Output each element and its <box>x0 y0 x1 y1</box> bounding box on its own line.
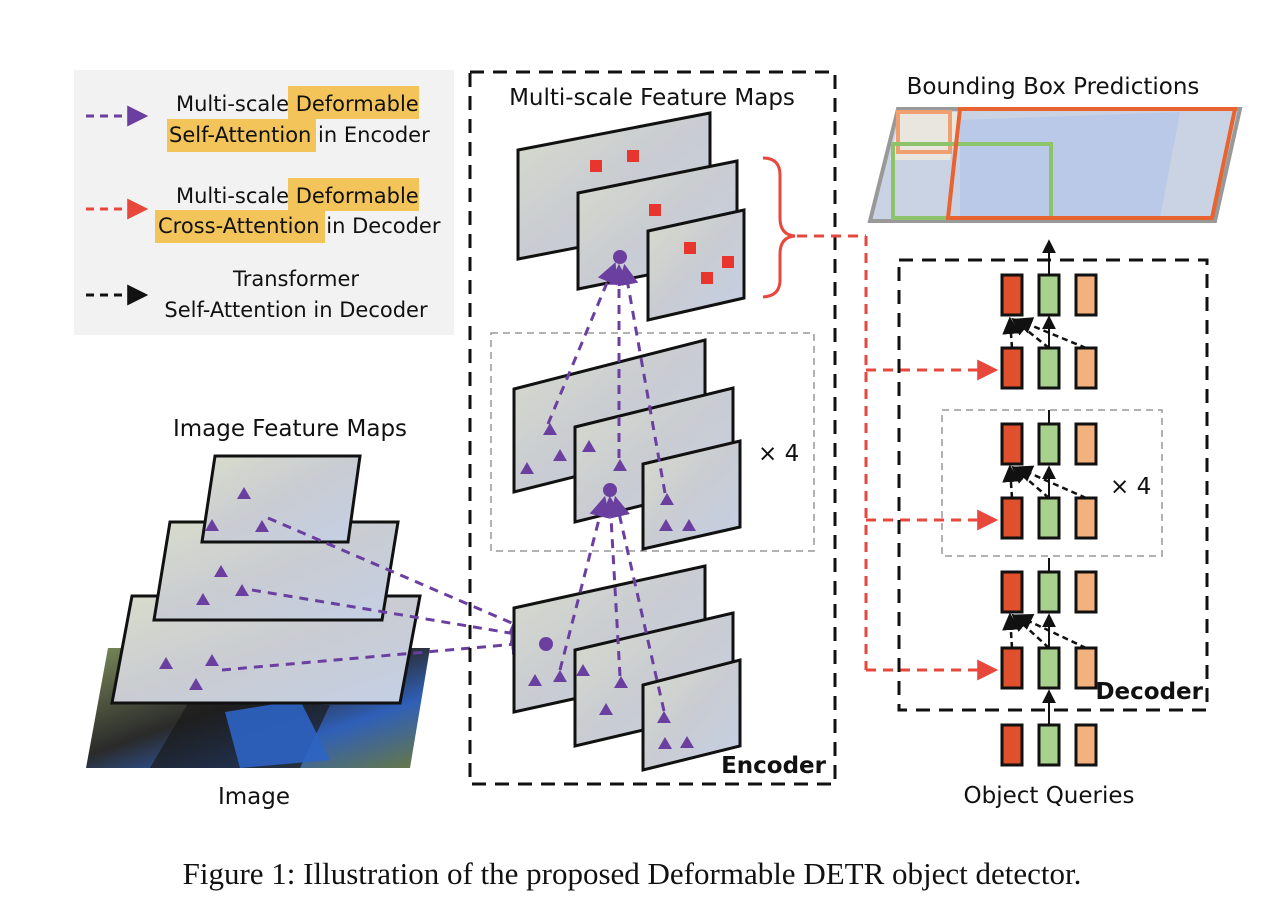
brace-icon <box>762 156 796 299</box>
decoder-query-rows <box>1000 273 1098 690</box>
encoder-attention-arrows <box>546 262 667 712</box>
legend: Multi-scale Deformable Self-Attention in… <box>74 70 454 335</box>
legend-self-line2: Self-Attention in Encoder <box>169 123 430 147</box>
cross-attention-arrows <box>797 234 999 681</box>
decoder-repeat-box <box>941 409 1163 557</box>
encoder-middle-sampling-points <box>520 423 696 531</box>
query-point-icon <box>613 250 627 264</box>
image-feature-maps-label: Image Feature Maps <box>173 416 407 442</box>
query-point-icon <box>603 483 617 497</box>
encoder-box <box>468 70 837 786</box>
legend-self-line1: Multi-scale Deformable <box>176 92 419 116</box>
decoder-self-attention-arrows <box>1002 316 1087 650</box>
image-label: Image <box>218 784 290 810</box>
encoder-output-stack <box>516 111 746 322</box>
highlight <box>288 86 419 119</box>
feature-map-level-3 <box>200 454 362 544</box>
highlight <box>167 119 316 152</box>
legend-cross-line2: Cross-Attention in Decoder <box>158 214 441 238</box>
bounding-box-predictions-label: Bounding Box Predictions <box>907 74 1200 100</box>
decoder-box <box>897 258 1209 712</box>
figure-caption: Figure 1: Illustration of the proposed D… <box>182 856 1082 891</box>
highlight <box>288 178 419 211</box>
encoder-middle-stack <box>512 338 742 551</box>
object-queries-label: Object Queries <box>963 783 1134 809</box>
object-queries <box>1000 723 1098 767</box>
encoder-input-sampling-points <box>528 664 694 749</box>
highlight <box>155 210 325 243</box>
legend-transformer-line1: Transformer <box>232 267 359 291</box>
predicted-box-ball <box>896 110 952 154</box>
encoder-label: Encoder <box>721 753 827 779</box>
decoder-label: Decoder <box>1095 679 1203 705</box>
encoder-repeat-label: × 4 <box>758 441 799 467</box>
decoder-repeat-label: × 4 <box>1110 474 1151 500</box>
multiscale-feature-maps-label: Multi-scale Feature Maps <box>509 85 795 111</box>
image-to-encoder-arrows <box>221 516 533 672</box>
predicted-box-player-right <box>945 107 1238 220</box>
encoder-repeat-box <box>490 332 815 552</box>
image-sampling-points <box>159 487 269 690</box>
query-point-icon <box>539 637 553 651</box>
red-sampling-points <box>590 150 734 284</box>
prediction-image <box>867 107 1243 223</box>
legend-transformer-line2: Self-Attention in Decoder <box>164 298 428 322</box>
legend-cross-line1: Multi-scale Deformable <box>176 184 419 208</box>
image-feature-map-stack <box>110 454 422 705</box>
encoder-input-stack <box>512 564 742 772</box>
